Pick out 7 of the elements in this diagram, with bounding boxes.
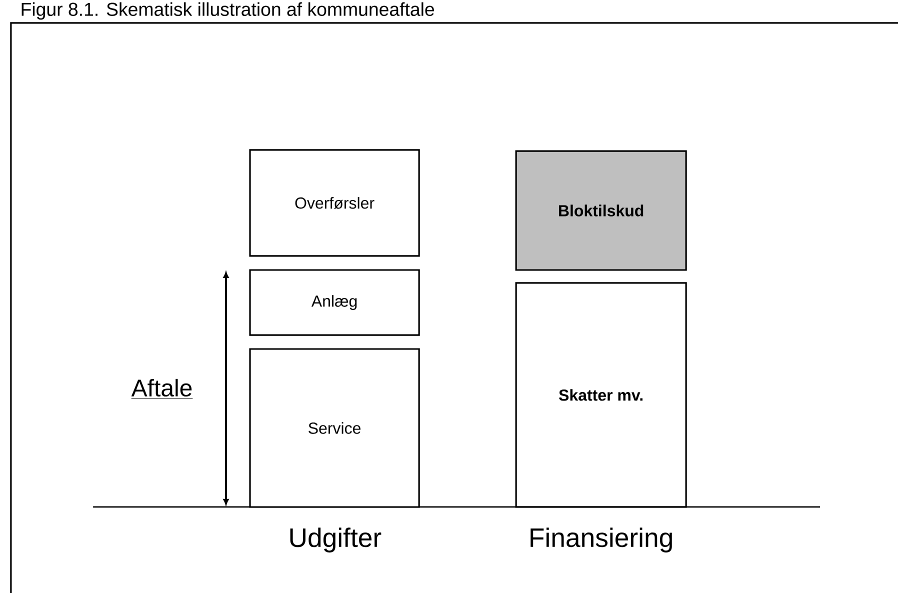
aftale: Aftale [131, 378, 193, 399]
stack-box: Bloktilskud [515, 150, 687, 271]
title: Figur 8.1. Skematisk illustration af kommuneaftale [22, 2, 434, 20]
stack-box: Service [249, 348, 420, 508]
stack-box: Anlæg [249, 269, 420, 336]
stack-box: Overførsler [249, 149, 420, 257]
stack-box: Skatter mv. [515, 282, 687, 508]
